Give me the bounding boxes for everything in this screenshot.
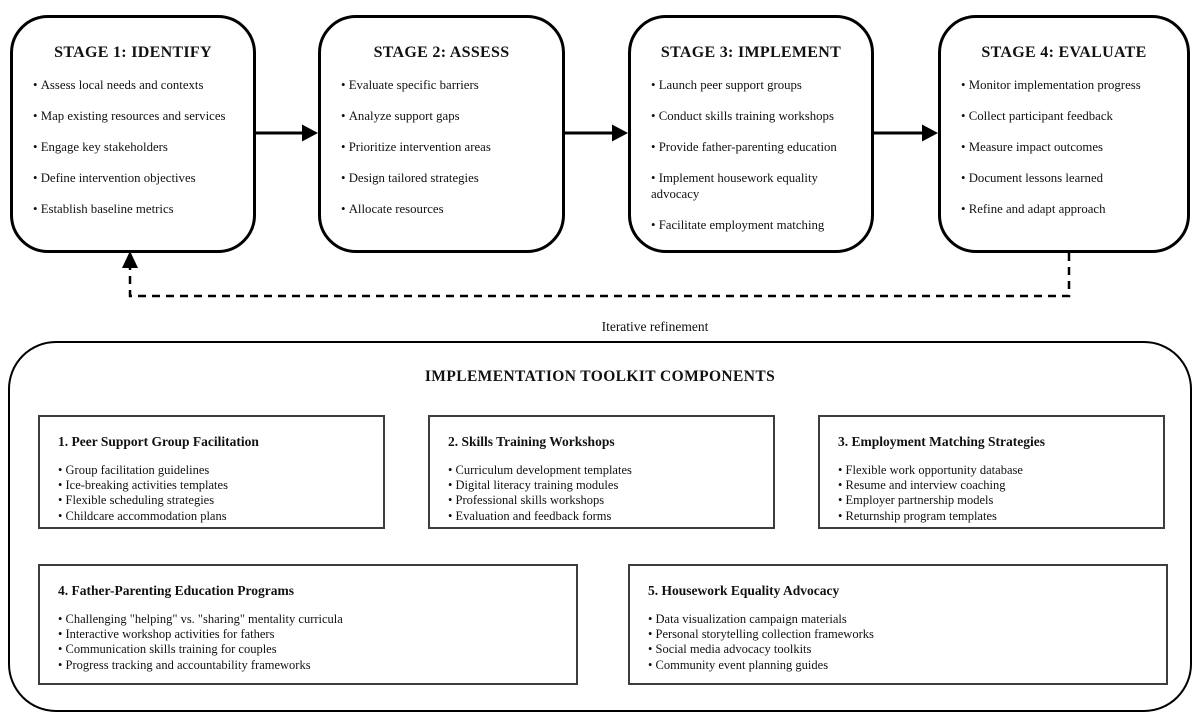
component-title: 2. Skills Training Workshops	[448, 434, 615, 449]
stage-item-list: Evaluate specific barriers Analyze suppo…	[321, 78, 562, 218]
feedback-loop-dashed-arrow	[122, 251, 1071, 298]
stage-item: Assess local needs and contexts	[33, 78, 245, 94]
stage-item: Provide father-parenting education	[651, 140, 863, 156]
component-item: Employer partnership models	[838, 493, 1153, 508]
component-item: Group facilitation guidelines	[58, 463, 373, 478]
component-box-employment-matching: 3. Employment Matching Strategies Flexib…	[818, 415, 1165, 529]
component-title: 3. Employment Matching Strategies	[838, 434, 1045, 449]
component-box-father-parenting: 4. Father-Parenting Education Programs C…	[38, 564, 578, 685]
component-item: Interactive workshop activities for fath…	[58, 627, 566, 642]
stage-item-list: Launch peer support groups Conduct skill…	[631, 78, 871, 234]
component-item: Professional skills workshops	[448, 493, 763, 508]
stage-item: Design tailored strategies	[341, 171, 554, 187]
component-title: 4. Father-Parenting Education Programs	[58, 583, 294, 598]
component-item-list: Group facilitation guidelines Ice-breaki…	[58, 463, 373, 524]
stage-title: STAGE 1: IDENTIFY	[54, 44, 212, 61]
component-item: Returnship program templates	[838, 509, 1153, 524]
stage-item: Implement housework equality advocacy	[651, 171, 863, 203]
stage-item: Engage key stakeholders	[33, 140, 245, 156]
component-item-list: Data visualization campaign materials Pe…	[648, 612, 1156, 673]
stage-title: STAGE 2: ASSESS	[373, 44, 510, 61]
stage-title: STAGE 3: IMPLEMENT	[660, 44, 842, 61]
stage-item: Refine and adapt approach	[961, 202, 1179, 218]
component-item: Childcare accommodation plans	[58, 509, 373, 524]
arrow-stage3-to-stage4	[874, 124, 938, 142]
component-item: Flexible work opportunity database	[838, 463, 1153, 478]
feedback-loop-label: Iterative refinement	[601, 319, 709, 334]
stage-box-evaluate: STAGE 4: EVALUATE Monitor implementation…	[938, 15, 1190, 253]
stage-item-list: Monitor implementation progress Collect …	[941, 78, 1187, 218]
component-box-peer-support: 1. Peer Support Group Facilitation Group…	[38, 415, 385, 529]
stage-item: Collect participant feedback	[961, 109, 1179, 125]
component-item: Curriculum development templates	[448, 463, 763, 478]
component-box-skills-training: 2. Skills Training Workshops Curriculum …	[428, 415, 775, 529]
component-title: 5. Housework Equality Advocacy	[648, 583, 840, 598]
stage-item: Facilitate employment matching	[651, 218, 863, 234]
toolkit-title: IMPLEMENTATION TOOLKIT COMPONENTS	[424, 368, 776, 385]
arrow-stage1-to-stage2	[255, 124, 318, 142]
stage-box-identify: STAGE 1: IDENTIFY Assess local needs and…	[10, 15, 256, 253]
component-item: Progress tracking and accountability fra…	[58, 658, 566, 673]
component-box-housework-equality: 5. Housework Equality Advocacy Data visu…	[628, 564, 1168, 685]
component-item: Social media advocacy toolkits	[648, 642, 1156, 657]
component-item: Data visualization campaign materials	[648, 612, 1156, 627]
stage-item-list: Assess local needs and contexts Map exis…	[13, 78, 253, 218]
stage-item: Analyze support gaps	[341, 109, 554, 125]
arrow-stage2-to-stage3	[565, 124, 628, 142]
stage-item: Evaluate specific barriers	[341, 78, 554, 94]
component-title: 1. Peer Support Group Facilitation	[58, 434, 259, 449]
component-item-list: Challenging "helping" vs. "sharing" ment…	[58, 612, 566, 673]
stage-title: STAGE 4: EVALUATE	[981, 44, 1147, 61]
stage-item: Launch peer support groups	[651, 78, 863, 94]
stage-box-assess: STAGE 2: ASSESS Evaluate specific barrie…	[318, 15, 565, 253]
stage-item: Establish baseline metrics	[33, 202, 245, 218]
stage-item: Allocate resources	[341, 202, 554, 218]
component-item: Personal storytelling collection framewo…	[648, 627, 1156, 642]
component-item: Community event planning guides	[648, 658, 1156, 673]
stage-item: Define intervention objectives	[33, 171, 245, 187]
component-item: Communication skills training for couple…	[58, 642, 566, 657]
component-item: Challenging "helping" vs. "sharing" ment…	[58, 612, 566, 627]
stage-item: Measure impact outcomes	[961, 140, 1179, 156]
stage-item: Monitor implementation progress	[961, 78, 1179, 94]
component-item: Ice-breaking activities templates	[58, 478, 373, 493]
component-item-list: Flexible work opportunity database Resum…	[838, 463, 1153, 524]
component-item-list: Curriculum development templates Digital…	[448, 463, 763, 524]
component-item: Evaluation and feedback forms	[448, 509, 763, 524]
stage-item: Conduct skills training workshops	[651, 109, 863, 125]
component-item: Resume and interview coaching	[838, 478, 1153, 493]
component-item: Digital literacy training modules	[448, 478, 763, 493]
stage-box-implement: STAGE 3: IMPLEMENT Launch peer support g…	[628, 15, 874, 253]
component-item: Flexible scheduling strategies	[58, 493, 373, 508]
stage-item: Map existing resources and services	[33, 109, 245, 125]
stage-item: Document lessons learned	[961, 171, 1179, 187]
stage-item: Prioritize intervention areas	[341, 140, 554, 156]
